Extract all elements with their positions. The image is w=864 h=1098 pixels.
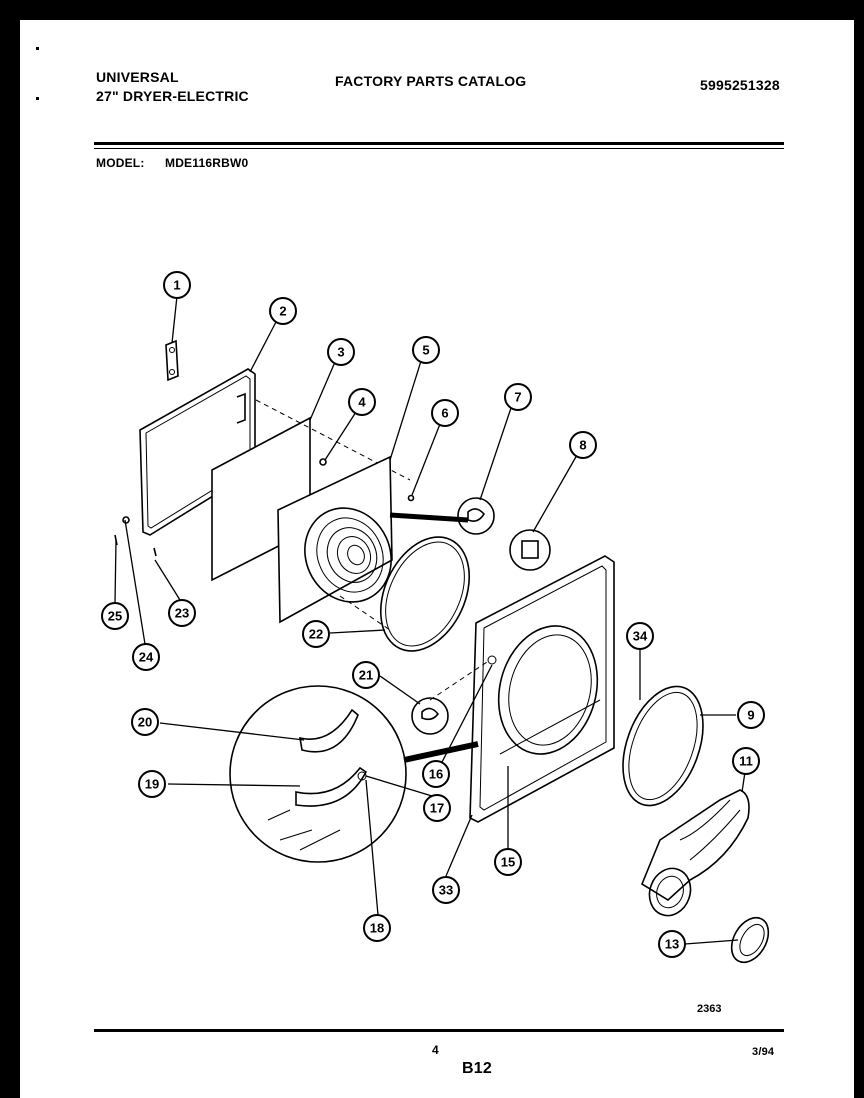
pin-part	[114, 534, 118, 546]
callout-3: 3	[327, 338, 355, 366]
front-panel-part	[469, 555, 615, 823]
svg-text:13: 13	[665, 937, 679, 952]
catalog-number: 5995251328	[700, 77, 780, 93]
callout-33: 33	[432, 876, 460, 904]
svg-text:25: 25	[108, 609, 122, 624]
svg-text:1: 1	[173, 278, 180, 293]
callout-5: 5	[412, 336, 440, 364]
svg-text:23: 23	[175, 606, 189, 621]
callout-leaders	[114, 295, 746, 945]
svg-text:3: 3	[337, 345, 344, 360]
header-rule	[94, 142, 784, 145]
binding-hole-mark	[36, 97, 39, 100]
svg-text:7: 7	[514, 390, 521, 405]
brand-name: UNIVERSAL	[96, 69, 179, 85]
catalog-page	[20, 20, 854, 1098]
svg-text:24: 24	[139, 650, 154, 665]
svg-text:20: 20	[138, 715, 152, 730]
callout-23: 23	[168, 599, 196, 627]
callout-1: 1	[163, 271, 191, 299]
callout-17: 17	[423, 794, 451, 822]
detail-magnifier	[229, 685, 479, 863]
inner-door-panel-part	[277, 455, 393, 624]
callout-20: 20	[131, 708, 159, 736]
lint-duct-part	[641, 789, 750, 917]
door-strike-part	[411, 697, 449, 735]
model-label: MODEL:	[96, 156, 145, 170]
svg-text:11: 11	[739, 754, 753, 769]
callout-25: 25	[101, 602, 129, 630]
product-description: 27" DRYER-ELECTRIC	[96, 88, 249, 104]
hinge-bracket-part	[165, 339, 179, 382]
clip-part	[122, 516, 130, 524]
svg-text:34: 34	[633, 629, 648, 644]
door-gasket-inner	[385, 541, 465, 647]
callout-24: 24	[132, 643, 160, 671]
door-gasket-part	[379, 536, 471, 652]
svg-text:9: 9	[747, 708, 754, 723]
catalog-title: FACTORY PARTS CATALOG	[335, 73, 527, 89]
svg-text:8: 8	[579, 438, 586, 453]
callout-2: 2	[269, 297, 297, 325]
spacer-part	[153, 547, 157, 557]
svg-text:15: 15	[501, 855, 515, 870]
callout-9: 9	[737, 701, 765, 729]
svg-text:22: 22	[309, 627, 323, 642]
page-number: 4	[432, 1043, 439, 1057]
callout-6: 6	[431, 399, 459, 427]
callout-16: 16	[422, 760, 450, 788]
small-screw-part	[407, 494, 415, 502]
detail-connector	[403, 741, 479, 763]
screw-part	[319, 458, 327, 466]
callout-4: 4	[348, 388, 376, 416]
callout-15: 15	[494, 848, 522, 876]
svg-text:18: 18	[370, 921, 384, 936]
drawing-number: 2363	[697, 1003, 721, 1015]
svg-text:4: 4	[358, 395, 366, 410]
svg-text:17: 17	[430, 801, 444, 816]
callout-18: 18	[363, 914, 391, 942]
footer-rule	[94, 1029, 784, 1032]
callout-7: 7	[504, 383, 532, 411]
callout-22: 22	[302, 620, 330, 648]
callout-13: 13	[658, 930, 686, 958]
callout-8: 8	[569, 431, 597, 459]
door-catch-part	[457, 497, 495, 535]
model-number: MDE116RBW0	[165, 156, 249, 170]
section-code: B12	[462, 1060, 492, 1077]
svg-text:16: 16	[429, 767, 443, 782]
svg-text:33: 33	[439, 883, 453, 898]
svg-text:5: 5	[422, 343, 429, 358]
door-switch-part	[509, 529, 551, 571]
callout-11: 11	[732, 747, 760, 775]
catalog-date: 3/94	[752, 1046, 775, 1058]
callout-34: 34	[626, 622, 654, 650]
drum-bearing-part	[622, 685, 704, 807]
svg-text:6: 6	[441, 406, 448, 421]
svg-text:2: 2	[279, 304, 286, 319]
assembly-connector	[389, 512, 469, 523]
callout-19: 19	[138, 770, 166, 798]
binding-hole-mark	[36, 47, 39, 50]
callout-21: 21	[352, 661, 380, 689]
header-rule-thin	[94, 148, 784, 149]
duct-seal-part	[730, 916, 770, 964]
assembly-line	[429, 659, 491, 701]
svg-text:19: 19	[145, 777, 159, 792]
svg-text:21: 21	[359, 668, 373, 683]
